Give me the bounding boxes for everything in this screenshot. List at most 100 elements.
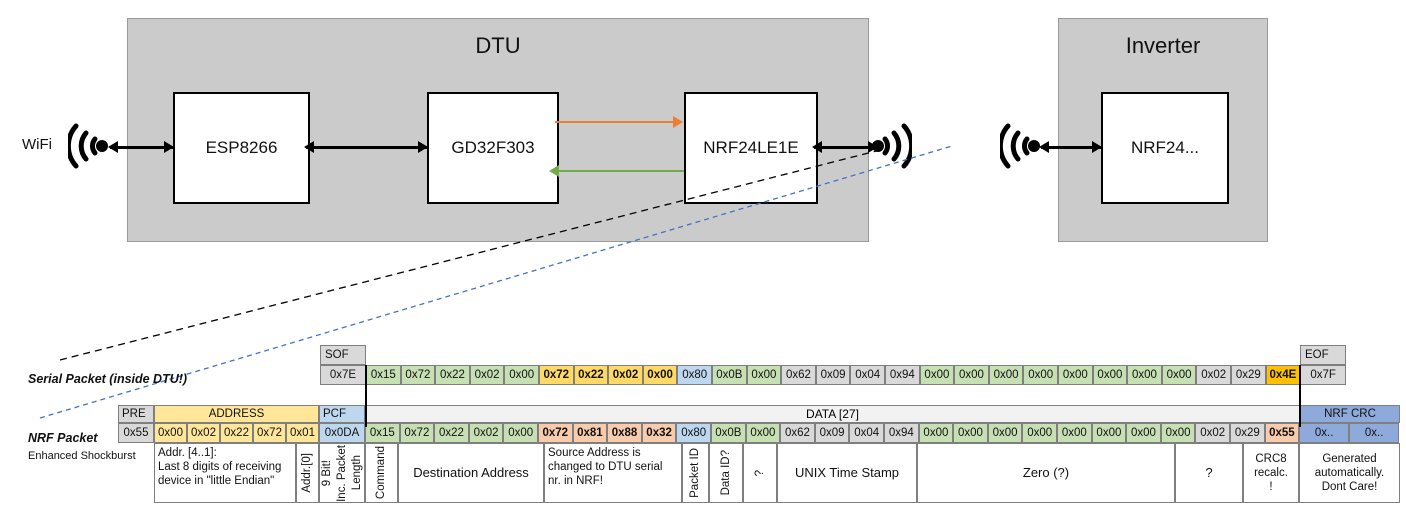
address-desc-line-2: Last 8 digits of receiving: [158, 461, 282, 474]
nrf-packet-label: NRF Packet: [28, 431, 98, 445]
field-source-address-note: Source Address is changed to DTU serial …: [544, 443, 682, 503]
source-note-line-1: Source Address is: [548, 447, 641, 459]
inverter-title: Inverter: [1125, 33, 1201, 58]
nrf-byte-28: 0x00: [1091, 423, 1127, 443]
packet-id-text: Packet ID: [689, 448, 702, 498]
serial-sof-header: SOF: [320, 345, 366, 365]
block-diagram: DTU ESP8266 GD32F303 NRF24LE1E WiFi: [22, 18, 1268, 242]
serial-byte-17: 0x00: [919, 365, 955, 385]
serial-byte-24: 0x00: [1161, 365, 1197, 385]
field-pcf-length: 9 Bit! Inc. Packet Length: [319, 443, 365, 503]
nrf-pre-header: PRE: [118, 405, 154, 423]
nrf-byte-10: 0x02: [468, 423, 504, 443]
nrf-byte-19: 0x62: [780, 423, 815, 443]
nrf-byte-26: 0x00: [1022, 423, 1057, 443]
inverter-radio-antenna-icon: [997, 120, 1046, 172]
serial-byte-14: 0x09: [815, 365, 851, 385]
serial-byte-20: 0x00: [1023, 365, 1058, 385]
nrf-byte-3: 0x22: [220, 423, 253, 443]
nrf-byte-22: 0x94: [884, 423, 919, 443]
arrow-right-esp: [164, 141, 174, 153]
packet-structure-tables: Serial Packet (inside DTU!) NRF Packet E…: [0, 340, 1406, 523]
conn-esp-gd32: [306, 146, 427, 149]
field-data-id: Data ID?: [709, 443, 743, 503]
nrf-byte-18: 0x00: [745, 423, 781, 443]
serial-start-connector: [365, 365, 367, 427]
nrfcrc-line-3: Dont Care!: [1321, 481, 1378, 493]
serial-byte-1: 0x15: [366, 365, 401, 385]
field-unknown-1: ?: [743, 443, 777, 503]
nrf-byte-9: 0x22: [434, 423, 469, 443]
chip-esp8266: ESP8266: [173, 92, 310, 204]
nrf-pcf-header: PCF: [319, 405, 365, 423]
address-desc-line-3: device in "little Endian": [158, 475, 275, 488]
conn-inverter-antenna: [1041, 146, 1101, 149]
nrf-data-header: DATA [27]: [365, 405, 1300, 423]
nrf-byte-13: 0x81: [572, 423, 608, 443]
serial-byte-4: 0x02: [469, 365, 505, 385]
field-address-description: Addr. [4..1]: Last 8 digits of receiving…: [154, 443, 296, 503]
crc8-line-2: recalc.: [1254, 466, 1288, 479]
field-unknown-2: ?: [1175, 443, 1243, 503]
nrf-crc-header: NRF CRC: [1300, 405, 1400, 423]
dtu-title: DTU: [475, 33, 521, 58]
field-addr0: Addr.[0]: [296, 443, 319, 503]
serial-packet-label: Serial Packet (inside DTU!): [28, 372, 188, 386]
serial-byte-21: 0x00: [1058, 365, 1093, 385]
serial-byte-12: 0x00: [746, 365, 782, 385]
nrf-byte-11: 0x00: [503, 423, 538, 443]
pcf-line-a: 9 Bit!: [320, 459, 333, 487]
field-unix-time-stamp: UNIX Time Stamp: [777, 443, 917, 503]
arrow-left-wifi: [108, 141, 118, 153]
arrow-left-nrf: [812, 141, 822, 153]
chip-nrf24-inverter: NRF24...: [1101, 92, 1229, 204]
source-note-line-3: nr. in NRF!: [548, 475, 603, 488]
field-command: Command: [365, 443, 398, 503]
nrf-byte-8: 0x72: [399, 423, 435, 443]
field-zero: Zero (?): [917, 443, 1175, 503]
source-note-line-2: changed to DTU serial: [548, 461, 663, 474]
nrf-byte-24: 0x00: [953, 423, 988, 443]
serial-byte-7: 0x22: [573, 365, 609, 385]
conn-gd32-to-nrf-tx: [555, 121, 679, 124]
crc8-line-3: !: [1269, 481, 1273, 493]
nrf-byte-32: 0x29: [1230, 423, 1265, 443]
nrf-byte-5: 0x01: [286, 423, 319, 443]
nrf-address-header: ADDRESS: [154, 405, 319, 423]
wifi-label: WiFi: [22, 136, 52, 153]
pcf-line-b: Inc. Packet: [336, 444, 348, 502]
serial-byte-16: 0x94: [885, 365, 920, 385]
nrf-byte-12: 0x72: [538, 423, 573, 443]
serial-eof-header: EOF: [1300, 345, 1346, 365]
field-packet-id: Packet ID: [682, 443, 709, 503]
serial-byte-3: 0x22: [435, 365, 470, 385]
arrow-right-gd32: [418, 141, 428, 153]
serial-byte-22: 0x00: [1092, 365, 1128, 385]
arrow-left-gd32-rx: [549, 165, 559, 177]
nrf-byte-25: 0x00: [987, 423, 1023, 443]
address-desc-line-1: Addr. [4..1]:: [158, 447, 217, 459]
nrf-byte-33: 0x55: [1264, 423, 1300, 443]
pcf-line-c: Length: [351, 455, 364, 491]
addr0-text: Addr.[0]: [301, 453, 314, 493]
nrf-byte-1: 0x00: [154, 423, 187, 443]
nrf-byte-35: 0x..: [1349, 423, 1400, 443]
chip-gd32f303: GD32F303: [427, 92, 559, 204]
serial-byte-23: 0x00: [1127, 365, 1162, 385]
command-text: Command: [375, 446, 388, 500]
field-nrf-crc-note: Generated automatically. Dont Care!: [1299, 443, 1400, 503]
nrf-byte-23: 0x00: [918, 423, 954, 443]
serial-byte-11: 0x0B: [712, 365, 747, 385]
nrf-byte-14: 0x88: [607, 423, 642, 443]
nrf-packet-sublabel: Enhanced Shockburst: [28, 450, 136, 462]
dtu-radio-antenna-icon: [866, 120, 915, 172]
nrf-byte-17: 0x0B: [711, 423, 746, 443]
nrfcrc-line-2: automatically.: [1314, 466, 1385, 479]
serial-byte-6: 0x72: [539, 365, 574, 385]
nrfcrc-line-1: Generated: [1322, 452, 1377, 465]
unknown-1-text: ?: [753, 469, 766, 477]
serial-byte-5: 0x00: [504, 365, 539, 385]
nrf-byte-0: 0x55: [118, 423, 154, 443]
serial-byte-8: 0x02: [608, 365, 643, 385]
nrf-byte-21: 0x04: [849, 423, 884, 443]
